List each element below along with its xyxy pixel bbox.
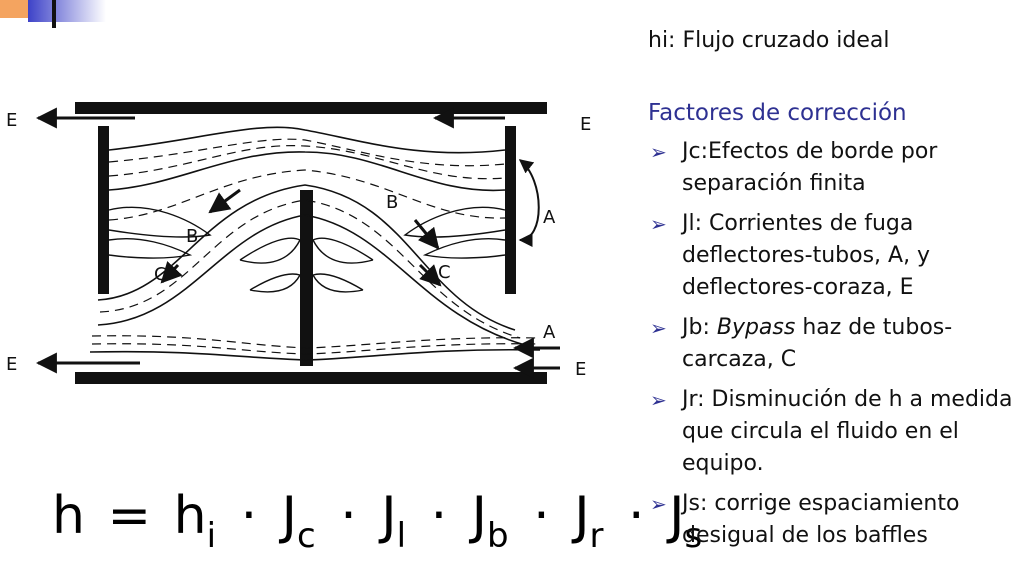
deco-blue-gradient bbox=[28, 0, 106, 22]
factor-item-jb: ➢ Jb: Bypass haz de tubos-carcaza, C bbox=[648, 312, 1020, 376]
eddy-regions bbox=[108, 206, 506, 293]
formula-dot: · bbox=[430, 486, 448, 546]
formula-jc: J bbox=[281, 486, 297, 546]
arrow-bullet-icon: ➢ bbox=[650, 316, 667, 340]
formula-js: J bbox=[669, 486, 685, 546]
arrow-bullet-icon: ➢ bbox=[650, 140, 667, 164]
shell-top-wall bbox=[75, 102, 547, 114]
label-e-top-left: E bbox=[6, 110, 17, 131]
deco-black-bar bbox=[52, 0, 56, 28]
correction-factors-heading: Factores de corrección bbox=[648, 100, 907, 126]
label-e-bottom-right: E bbox=[575, 359, 586, 380]
formula-h: h bbox=[52, 486, 85, 546]
formula-dot: · bbox=[533, 486, 550, 546]
formula-dot: · bbox=[240, 486, 258, 546]
formula-jr: J bbox=[574, 486, 590, 546]
arrow-bullet-icon: ➢ bbox=[650, 492, 667, 516]
label-c-right: C bbox=[438, 262, 451, 283]
label-e-top-right: E bbox=[580, 114, 591, 135]
factor-item-jl: ➢ Jl: Corrientes de fuga deflectores-tub… bbox=[648, 208, 1020, 304]
formula-sub-i: i bbox=[206, 516, 217, 556]
factor-list: ➢ Jc:Efectos de borde por separación fin… bbox=[648, 136, 1020, 552]
formula-jb: J bbox=[471, 486, 487, 546]
label-c-left: C bbox=[154, 264, 167, 285]
ideal-crossflow-text: hi: Flujo cruzado ideal bbox=[648, 28, 890, 53]
arrow-bullet-icon: ➢ bbox=[650, 212, 667, 236]
formula-hi: h bbox=[173, 486, 207, 546]
factor-text: Jl: Corrientes de fuga deflectores-tubos… bbox=[682, 211, 931, 300]
streamlines-dashed bbox=[91, 138, 541, 355]
leak-arrow-a bbox=[518, 159, 540, 247]
formula-sub-c: c bbox=[296, 516, 316, 556]
formula-equals: = bbox=[107, 486, 152, 546]
formula-sub-b: b bbox=[487, 516, 509, 556]
factor-text-italic: Bypass bbox=[716, 315, 796, 340]
arrow-bullet-icon: ➢ bbox=[650, 388, 667, 412]
label-a-lower: A bbox=[543, 322, 556, 343]
streamlines-solid bbox=[89, 126, 541, 361]
slide-decoration bbox=[0, 0, 106, 28]
shell-bottom-wall bbox=[75, 372, 547, 384]
formula-jl: J bbox=[381, 486, 397, 546]
label-e-bottom-left: E bbox=[6, 354, 17, 375]
factor-item-jc: ➢ Jc:Efectos de borde por separación fin… bbox=[648, 136, 1020, 200]
baffle-right bbox=[505, 126, 516, 294]
flow-arrows bbox=[35, 107, 560, 379]
label-b-right: B bbox=[386, 192, 398, 213]
deco-orange-block bbox=[0, 0, 28, 18]
heat-transfer-formula: h = hi · Jc · Jl · Jb · Jr · Js bbox=[52, 480, 702, 560]
factor-text-suffix: haz de tubos-carcaza, C bbox=[682, 315, 953, 372]
formula-sub-s: s bbox=[684, 516, 703, 556]
label-a-upper: A bbox=[543, 207, 556, 228]
factor-text-prefix: Jb: bbox=[682, 315, 717, 340]
formula-dot: · bbox=[628, 486, 645, 546]
baffle-left bbox=[98, 126, 109, 294]
factor-text: Js: corrige espaciamiento desigual de lo… bbox=[682, 491, 960, 548]
label-b-left: B bbox=[186, 226, 198, 247]
crossflow-diagram: E E E E A A B B C C bbox=[6, 102, 591, 384]
factor-item-js: ➢ Js: corrige espaciamiento desigual de … bbox=[648, 488, 1020, 552]
factor-text: Jc:Efectos de borde por separación finit… bbox=[682, 139, 938, 196]
formula-dot: · bbox=[340, 486, 357, 546]
baffle-center bbox=[300, 190, 313, 366]
formula-sub-l: l bbox=[396, 516, 407, 556]
formula-sub-r: r bbox=[589, 516, 604, 556]
factor-text: Jr: Disminución de h a medida que circul… bbox=[682, 387, 1013, 476]
factor-item-jr: ➢ Jr: Disminución de h a medida que circ… bbox=[648, 384, 1020, 480]
correction-factors-panel: hi: Flujo cruzado ideal Factores de corr… bbox=[648, 24, 1020, 560]
